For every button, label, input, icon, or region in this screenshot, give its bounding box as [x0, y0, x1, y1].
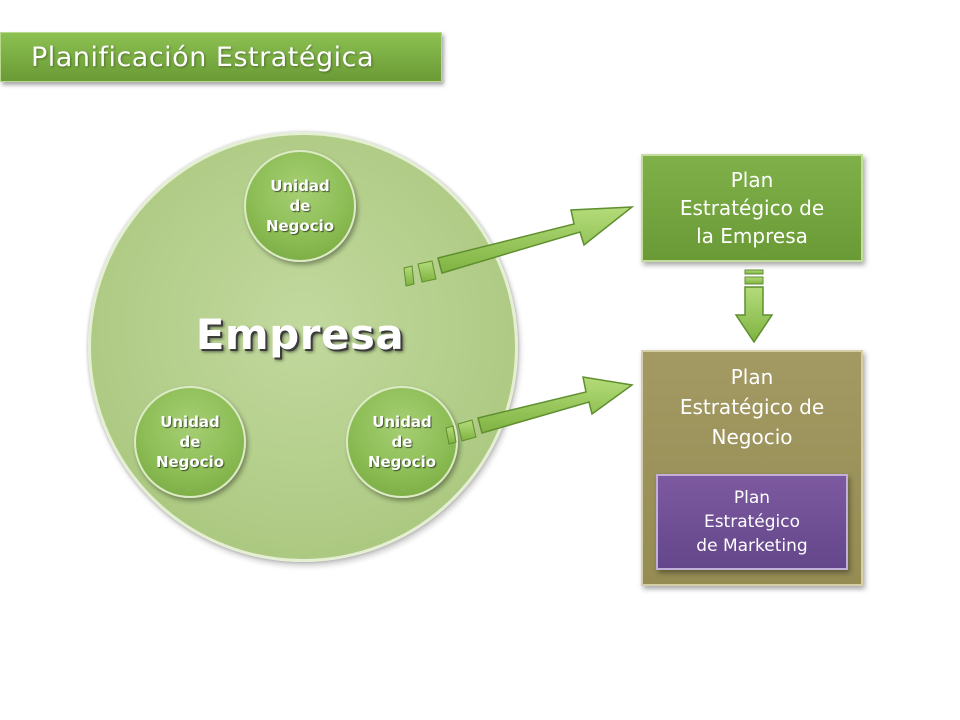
plan-empresa-box: Plan Estratégico de la Empresa	[641, 154, 863, 262]
business-unit-bottom-left: Unidad de Negocio	[134, 386, 246, 498]
slide-title: Planificación Estratégica	[0, 32, 442, 82]
arrow-to-plan-empresa	[403, 206, 635, 287]
arrow-empresa-to-negocio	[734, 269, 774, 344]
business-unit-bottom-right: Unidad de Negocio	[346, 386, 458, 498]
plan-marketing-box: Plan Estratégico de Marketing	[656, 474, 848, 570]
arrow-to-plan-negocio	[445, 376, 634, 445]
business-unit-top: Unidad de Negocio	[244, 150, 356, 262]
company-label: Empresa	[195, 310, 405, 359]
